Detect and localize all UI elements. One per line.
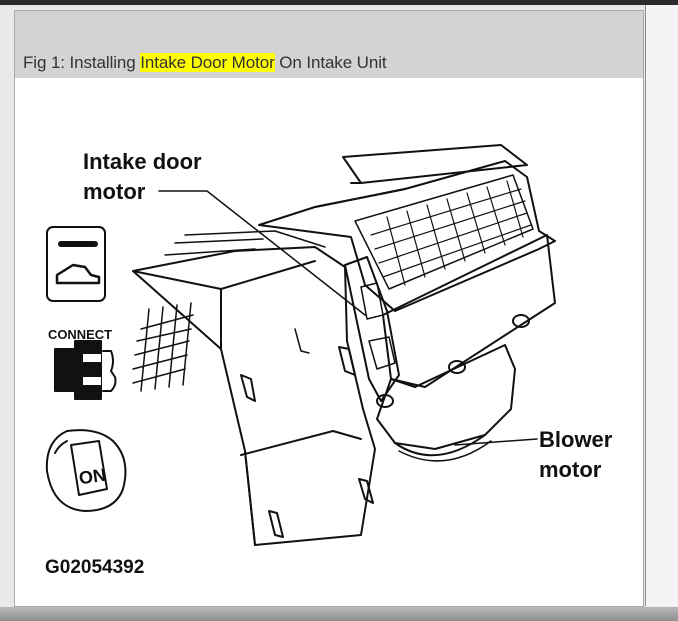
connect-label: CONNECT [48, 327, 112, 342]
window-top-border [0, 0, 678, 5]
air-mix-grid [132, 302, 194, 392]
scroll-area-edge [645, 5, 678, 606]
indicator-box-icon [46, 226, 106, 302]
caption-highlight: Intake Door Motor [140, 53, 275, 72]
intake-unit-diagram: Intake door motor Blower motor CONNECT O… [45, 144, 613, 578]
intake-label-line2: motor [83, 179, 146, 204]
intake-unit-housing [132, 230, 376, 546]
caption-bar: Fig 1: Installing Intake Door Motor On I… [15, 11, 643, 78]
caption-suffix: On Intake Unit [274, 53, 387, 72]
intake-label-line1: Intake door [83, 149, 202, 174]
connector-icon [54, 340, 117, 400]
blower-label-line2: motor [539, 457, 602, 482]
blower-label-line1: Blower [539, 427, 613, 452]
switch-on-label: ON [78, 465, 108, 489]
blower-leader-line [454, 438, 538, 446]
blower-housing [376, 344, 516, 462]
intake-filter-grid [258, 144, 556, 408]
figure-panel: Fig 1: Installing Intake Door Motor On I… [14, 10, 644, 607]
ignition-switch-icon [45, 429, 127, 512]
window-bottom-bar [0, 607, 678, 621]
figure-caption: Fig 1: Installing Intake Door Motor On I… [23, 53, 387, 73]
caption-prefix: Fig 1: Installing [23, 53, 141, 72]
intake-leader-line [158, 190, 366, 316]
figure-code: G02054392 [45, 557, 144, 578]
